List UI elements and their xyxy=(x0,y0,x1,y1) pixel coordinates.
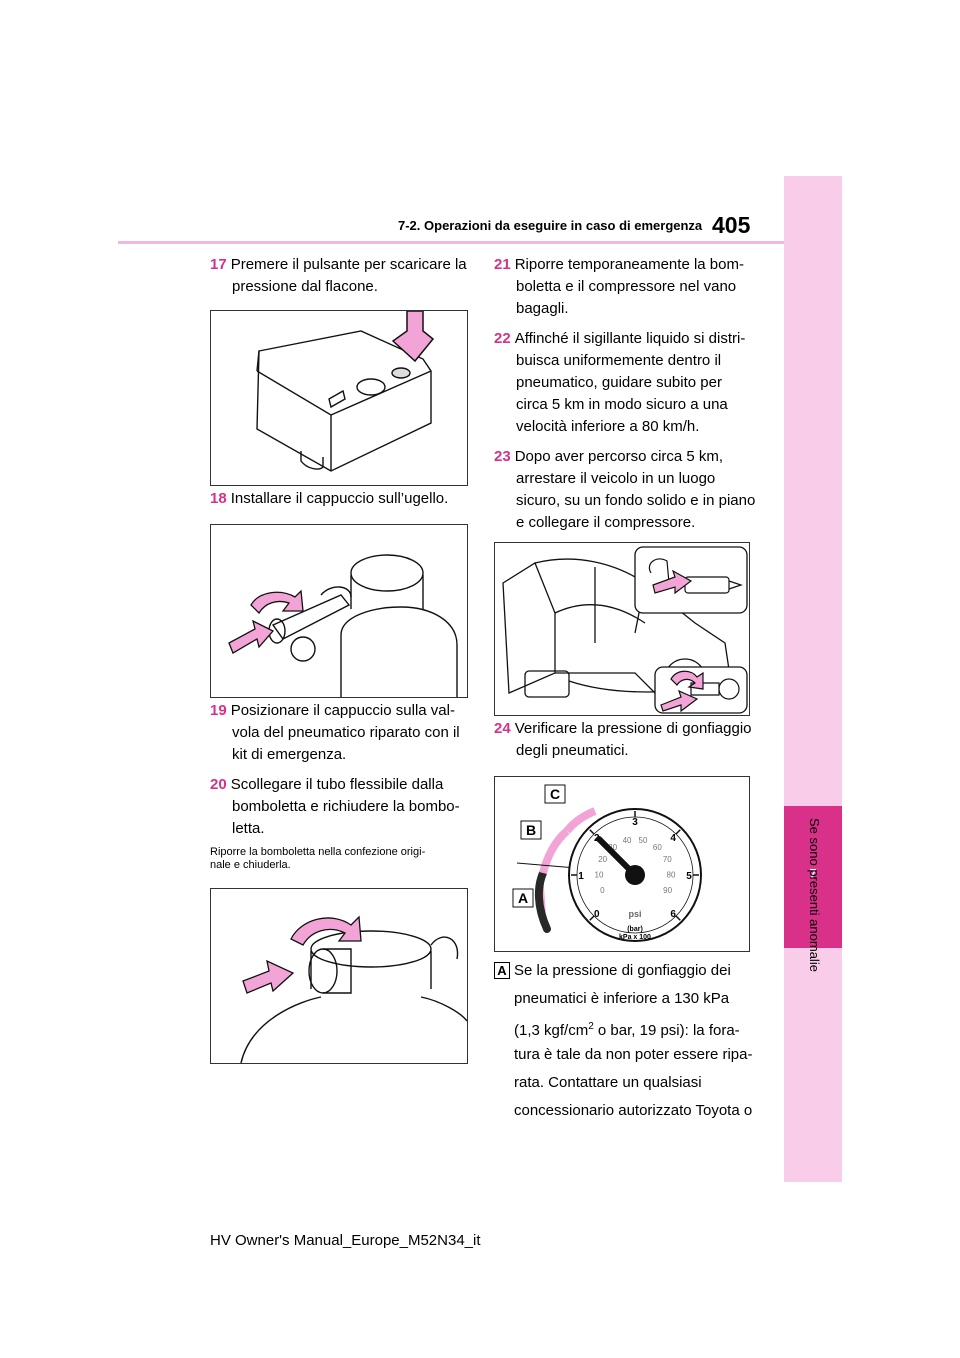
car-compressor-illustration xyxy=(502,546,748,714)
gauge-psi-tick: 50 xyxy=(639,836,648,845)
gauge-bar-tick: 4 xyxy=(670,833,676,844)
gauge-psi-tick: 10 xyxy=(595,871,604,880)
gauge-tick-labels: 01234560102030405060708090 xyxy=(571,811,699,921)
label-c: C xyxy=(550,786,560,802)
gauge-psi-tick: 30 xyxy=(608,843,617,852)
step-22-line4: circa 5 km in modo sicuro a una xyxy=(516,396,728,413)
label-a-marker: A xyxy=(494,962,510,980)
label-a: A xyxy=(518,890,528,906)
gauge-psi-tick: 80 xyxy=(667,871,676,880)
press-arrow-icon xyxy=(391,311,435,363)
label-a-line6: concessionario autorizzato Toyota o xyxy=(514,1102,753,1119)
rotate-arrow-icon xyxy=(670,670,704,690)
cap-nozzle-illustration xyxy=(228,554,458,697)
chapter-number: 7 xyxy=(809,866,817,881)
label-a-line4: tura è tale da non poter essere ripa- xyxy=(514,1046,753,1063)
figure-compressor-button xyxy=(210,310,468,486)
gauge-bar-tick: 1 xyxy=(578,871,584,882)
step-19-line3: kit di emergenza. xyxy=(232,746,347,763)
label-a-line2: pneumatici è inferiore a 130 kPa xyxy=(514,990,730,1007)
page-number: 405 xyxy=(712,212,751,238)
gauge-bar-tick: 5 xyxy=(686,871,692,882)
step-19-line2: vola del pneumatico riparato con il xyxy=(232,724,460,741)
gauge-psi-tick: 70 xyxy=(663,855,672,864)
unit-psi: psi xyxy=(628,909,641,919)
gauge-tick-mark xyxy=(675,915,681,921)
gauge-psi-tick: 0 xyxy=(600,886,605,895)
compressor-illustration xyxy=(256,311,435,472)
push-arrow-icon xyxy=(242,959,295,994)
unit-bar: (bar) xyxy=(627,926,643,933)
inset-power-plug xyxy=(634,546,748,614)
gauge-psi-tick: 60 xyxy=(653,843,662,852)
figure-car-compressor xyxy=(494,542,750,716)
step-20-line3: letta. xyxy=(232,820,265,837)
gauge-psi-tick: 40 xyxy=(623,836,632,845)
step-22-line5: velocità inferiore a 80 km/h. xyxy=(516,418,700,435)
gauge-psi-tick: 90 xyxy=(663,886,672,895)
rotate-arrow-icon xyxy=(250,589,304,615)
pressure-gauge-illustration: C B A 01234560102030405060708090 psi (ba… xyxy=(512,784,702,942)
step-21-line3: bagagli. xyxy=(516,300,569,317)
label-a-line3: (1,3 kgf/cm2 o bar, 19 psi): la fora- xyxy=(514,1021,740,1039)
gauge-tick-mark xyxy=(589,829,595,835)
step-22-line3: pneumatico, guidare subito per xyxy=(516,374,722,391)
canister-cap-illustration xyxy=(240,915,467,1063)
gauge-bar-tick: 0 xyxy=(594,909,600,920)
push-arrow-icon xyxy=(228,619,275,654)
figure-pressure-gauge: C B A 01234560102030405060708090 psi (ba… xyxy=(494,776,750,952)
label-a-box xyxy=(512,888,534,908)
label-a-line1: Se la pressione di gonfiaggio dei xyxy=(514,962,731,979)
footer-manual-id: HV Owner's Manual_Europe_M52N34_it xyxy=(210,1232,481,1249)
step-23-line2: arrestare il veicolo in un luogo xyxy=(516,470,716,487)
figure-close-canister xyxy=(210,888,468,1064)
chapter-title-vertical: Se sono presenti anomalie xyxy=(807,818,822,972)
step-21-line2: boletta e il compressore nel vano xyxy=(516,278,737,295)
insert-arrow-icon xyxy=(652,569,693,595)
gauge-bar-tick: 3 xyxy=(632,817,638,828)
gauge-bar-tick: 6 xyxy=(670,909,676,920)
chapter-side-tab xyxy=(784,176,842,1182)
note-line1: Riporre la bomboletta nella confezione o… xyxy=(210,846,426,858)
step-17-cont: pressione dal flacone. xyxy=(232,278,378,295)
gauge-tick-mark xyxy=(589,915,595,921)
chapter-number-tab: 7 xyxy=(784,806,842,948)
step-20-line2: bomboletta e richiudere la bombo- xyxy=(232,798,460,815)
rotate-arrow-icon xyxy=(290,915,362,946)
step-24-line2: degli pneumatici. xyxy=(516,742,629,759)
range-arrow-c xyxy=(563,807,597,834)
label-b: B xyxy=(526,822,536,838)
section-title: 7-2. Operazioni da eseguire in caso di e… xyxy=(398,218,703,233)
push-arrow-icon xyxy=(660,689,699,713)
unit-kpa: kPa x 100 xyxy=(619,934,651,941)
range-arrow-b xyxy=(539,827,570,875)
gauge-tick-mark xyxy=(675,829,681,835)
label-b-box xyxy=(520,820,542,840)
label-a-line5: rata. Contattare un qualsiasi xyxy=(514,1074,702,1091)
gauge-psi-tick: 20 xyxy=(598,855,607,864)
step-23-line3: sicuro, su un fondo solido e in piano xyxy=(516,492,756,509)
label-c-box xyxy=(544,784,566,804)
step-23-line4: e collegare il compressore. xyxy=(516,514,696,531)
range-arrow-a xyxy=(534,869,551,933)
header-rule xyxy=(118,241,784,244)
note-line2: nale e chiuderla. xyxy=(210,859,291,871)
step-22-line2: buisca uniformemente dentro il xyxy=(516,352,722,369)
figure-install-cap xyxy=(210,524,468,698)
